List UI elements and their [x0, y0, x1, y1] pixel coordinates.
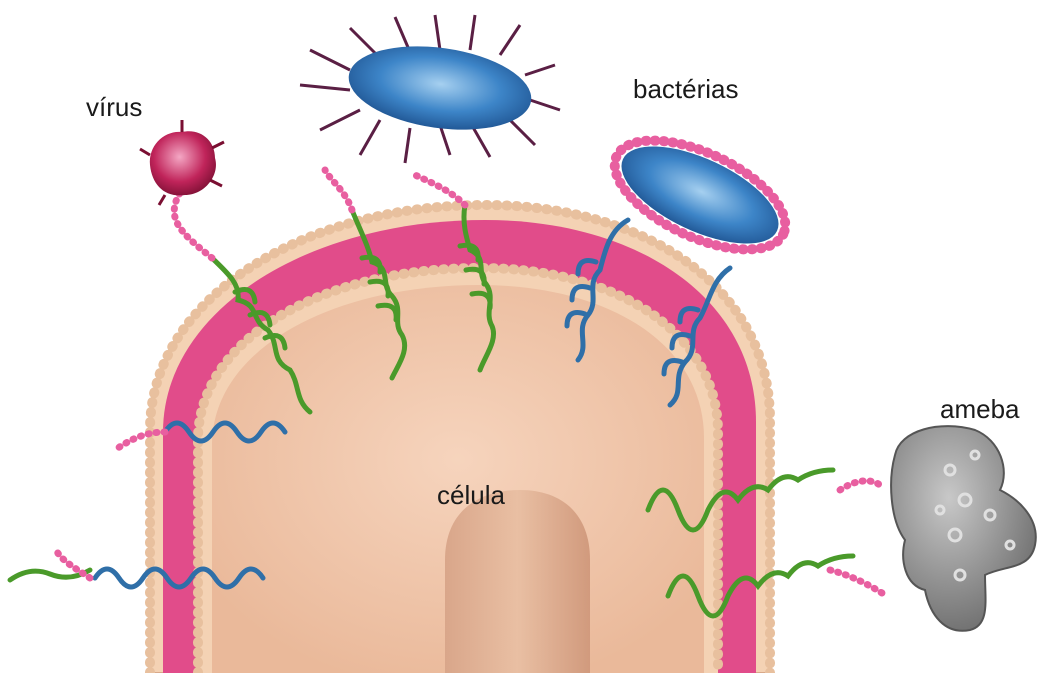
label-ameba: ameba	[940, 394, 1020, 425]
label-bacteria: bactérias	[633, 74, 739, 105]
virus	[150, 131, 216, 195]
cell-invagination	[445, 490, 590, 673]
label-cell: célula	[437, 480, 505, 511]
label-virus: vírus	[86, 92, 142, 123]
ameba	[891, 426, 1036, 631]
